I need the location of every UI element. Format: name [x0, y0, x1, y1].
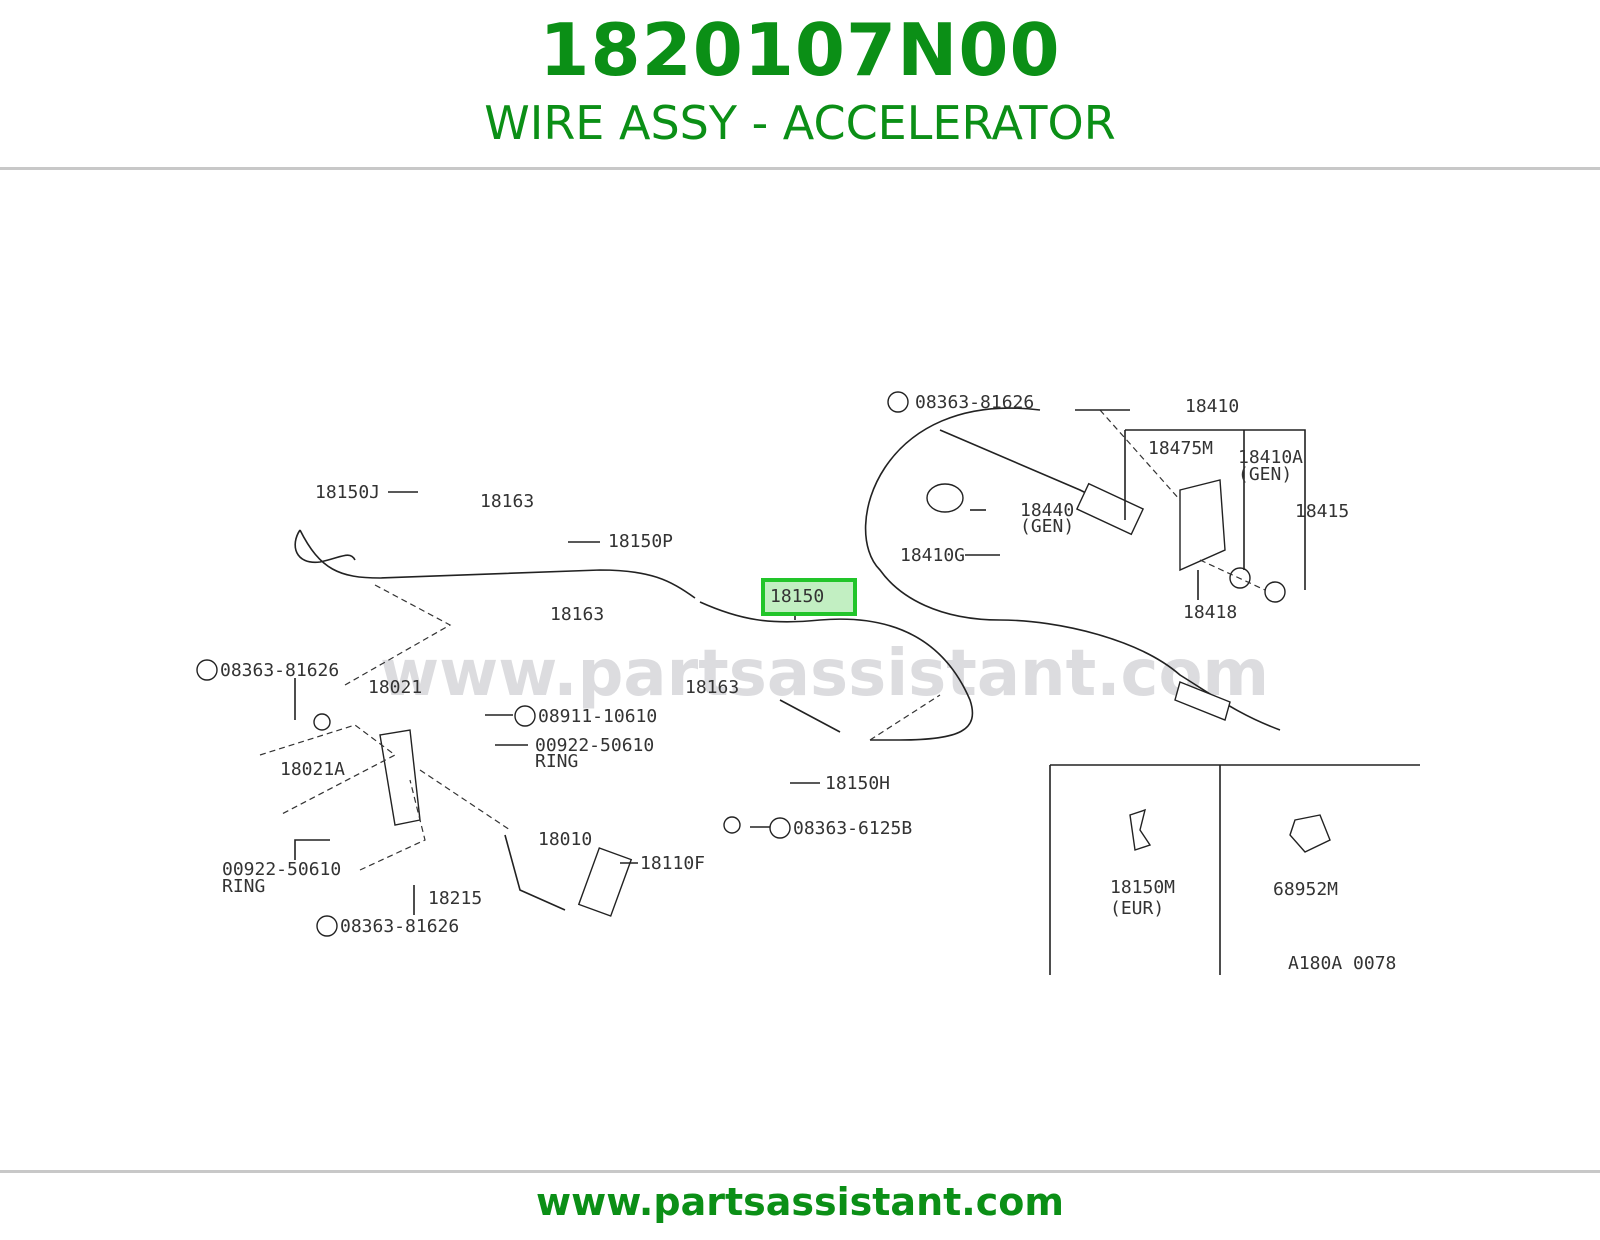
s-marker-left [196, 659, 218, 681]
label-18440: 18440 [1020, 500, 1074, 521]
guide-line-d [419, 769, 511, 831]
footer-divider [0, 1170, 1600, 1173]
cable-right [864, 407, 1281, 731]
label-18150p: 18150P [608, 531, 673, 552]
label-18150h: 18150H [825, 773, 890, 794]
footer-website-link[interactable]: www.partsassistant.com [536, 1180, 1064, 1224]
cable-left-end [294, 529, 356, 563]
label-18021a: 18021A [280, 759, 345, 780]
clip-68952m-part [1289, 814, 1331, 853]
label-68952m: 68952M [1273, 879, 1338, 900]
highlighted-part-box[interactable] [761, 578, 857, 616]
n-marker [514, 705, 536, 727]
label-08363-6125b: 08363-6125B [793, 818, 912, 839]
bracket-18021-part [379, 729, 421, 826]
guide-line-c [359, 779, 426, 871]
diagram-drawing: www.partsassistant.com [196, 391, 1420, 975]
label-ring-b: RING [222, 876, 265, 897]
boot-part [1174, 681, 1231, 721]
inset-panel-frame [1049, 764, 1420, 975]
grommet-18415-part [1264, 581, 1286, 603]
label-08363-81626-bottom: 08363-81626 [340, 916, 459, 937]
label-18010: 18010 [538, 829, 592, 850]
label-18418: 18418 [1183, 602, 1237, 623]
bracket-18418-part [1179, 479, 1226, 572]
s-marker-6125b [769, 817, 791, 839]
label-18021: 18021 [368, 677, 422, 698]
label-18163-a: 18163 [480, 491, 534, 512]
label-18215: 18215 [428, 888, 482, 909]
pedal-arm-18010 [504, 834, 566, 911]
cable-main-18150 [699, 601, 974, 741]
label-18110f: 18110F [640, 853, 705, 874]
label-08363-81626-left: 08363-81626 [220, 660, 339, 681]
label-18475m: 18475M [1148, 438, 1213, 459]
pedal-pad-18110f [577, 847, 633, 917]
part-number-title: 1820107N00 [539, 8, 1061, 92]
label-00922-50610-b: 00922-50610 [222, 859, 341, 880]
label-08363-81626-top: 08363-81626 [915, 392, 1034, 413]
cable-adjuster-part [1075, 482, 1145, 536]
page-header: 1820107N00 WIRE ASSY - ACCELERATOR [0, 0, 1600, 168]
diagram-code: A180A 0078 [1288, 953, 1396, 974]
label-18410g: 18410G [900, 545, 965, 566]
bolt-18150h-part [723, 816, 741, 834]
guide-line-g [1199, 559, 1266, 591]
part-name-subtitle: WIRE ASSY - ACCELERATOR [484, 96, 1116, 150]
s-marker-bottom [316, 915, 338, 937]
guide-line-a [344, 584, 452, 686]
leader-00922-b [294, 839, 330, 860]
leader-18410-group [1124, 429, 1306, 590]
clip-18150m-part [1129, 808, 1152, 851]
label-18150m: 18150M [1110, 877, 1175, 898]
header-divider [0, 167, 1600, 170]
label-18410a-gen: (GEN) [1238, 464, 1292, 485]
guide-line-b [259, 724, 397, 816]
label-00922-50610-a: 00922-50610 [535, 735, 654, 756]
guide-line-f [1099, 409, 1181, 501]
watermark: www.partsassistant.com [380, 637, 1269, 711]
label-18410: 18410 [1185, 396, 1239, 417]
s-marker-top [887, 391, 909, 413]
label-18440-gen: (GEN) [1020, 516, 1074, 537]
label-18150m-eur: (EUR) [1110, 898, 1164, 919]
cable-left [299, 529, 696, 599]
label-08911-10610: 08911-10610 [538, 706, 657, 727]
label-18150j: 18150J [315, 482, 380, 503]
label-18163-b: 18163 [550, 604, 604, 625]
label-18415: 18415 [1295, 501, 1349, 522]
label-ring-a: RING [535, 751, 578, 772]
label-18163-c: 18163 [685, 677, 739, 698]
guide-line-e [869, 694, 941, 741]
stopper-18440-part [926, 483, 964, 513]
cable-end-rod [779, 699, 841, 733]
parts-diagram: www.partsassistant.com [180, 330, 1420, 1020]
highlighted-part-label: 18150 [770, 586, 825, 607]
bolt-left-part [313, 713, 331, 731]
label-18410a: 18410A [1238, 447, 1303, 468]
